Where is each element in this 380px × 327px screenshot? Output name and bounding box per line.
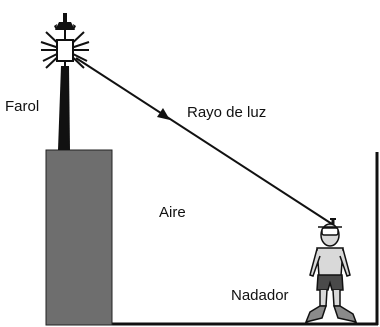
swimmer-fin-left [304, 305, 328, 324]
lighthouse-roof [55, 22, 75, 30]
lighthouse-tower [58, 66, 70, 150]
swimmer-label: Nadador [231, 287, 289, 304]
swimmer-shorts [316, 274, 344, 291]
ray-arrowhead [157, 108, 170, 120]
swimmer-legs [319, 289, 341, 307]
pier-block [45, 149, 113, 326]
light-ray [75, 57, 333, 225]
ray-label: Rayo de luz [187, 104, 267, 121]
swimmer-torso [316, 247, 344, 277]
lighthouse-label: Farol [5, 98, 40, 115]
swimmer [304, 218, 358, 324]
swimmer-fin-right [332, 305, 358, 324]
swimmer-arms [309, 248, 351, 277]
lighthouse [40, 13, 90, 150]
lighthouse-lamp [56, 39, 74, 62]
swimmer-mask [321, 227, 339, 236]
air-label: Aire [159, 204, 186, 221]
